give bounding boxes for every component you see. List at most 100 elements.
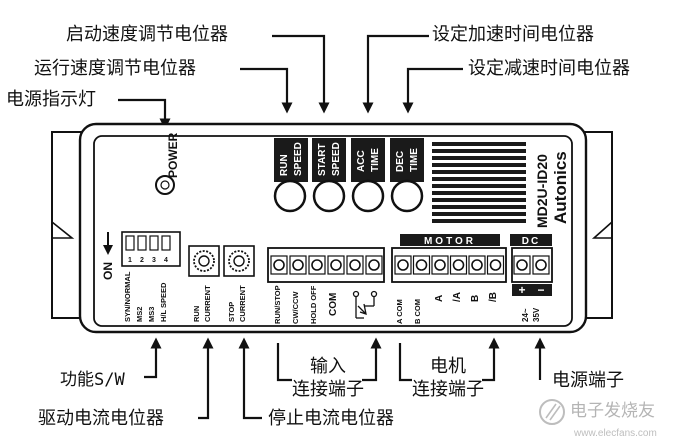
terminal-screw[interactable] bbox=[368, 259, 380, 271]
terminal-screw[interactable] bbox=[415, 259, 428, 271]
callout-decel-time-pot: 设定减速时间电位器 bbox=[468, 58, 630, 79]
run-current-label-2: CURRENT bbox=[203, 285, 212, 322]
dip-labels: SYN/NORMAL MS2 MS3 H/L SPEED bbox=[123, 271, 168, 322]
terminal-screw[interactable] bbox=[434, 259, 446, 271]
input-label-cw-ccw: CW/CCW bbox=[291, 291, 300, 324]
motor-terminal-block[interactable] bbox=[391, 247, 507, 283]
motor-label-b: B bbox=[470, 295, 481, 302]
terminal-screw[interactable] bbox=[349, 259, 361, 271]
dc-plus-label: + bbox=[518, 283, 525, 297]
terminal-screw[interactable] bbox=[397, 259, 409, 271]
callout-stop-current-pot: 停止电流电位器 bbox=[268, 408, 394, 429]
callout-power-led: 电源指示灯 bbox=[6, 89, 96, 110]
dc-minus-label: − bbox=[537, 283, 544, 297]
vent-slot bbox=[432, 205, 526, 209]
power-led: POWER bbox=[155, 132, 180, 195]
start-speed-knob[interactable]: START SPEED bbox=[312, 138, 346, 213]
vent-slot bbox=[432, 219, 526, 223]
input-terminal-block[interactable] bbox=[267, 247, 385, 283]
callout-input-terminal-1: 输入 bbox=[310, 356, 346, 377]
watermark-url: www.elecfans.com bbox=[573, 428, 657, 439]
dec-time-label-1: DEC bbox=[395, 151, 406, 172]
input-labels: RUN/STOP CW/CCW HOLD OFF COM bbox=[273, 285, 339, 324]
dip-number-4: 4 bbox=[164, 257, 168, 264]
dc-terminal-block[interactable] bbox=[511, 247, 553, 283]
power-led-label: POWER bbox=[166, 132, 180, 178]
callout-accel-time-pot: 设定加速时间电位器 bbox=[432, 24, 594, 45]
motor-label-a: A bbox=[434, 295, 445, 302]
terminal-screw[interactable] bbox=[516, 259, 528, 271]
callout-function-sw: 功能S/W bbox=[60, 370, 125, 390]
terminal-screw[interactable] bbox=[489, 259, 502, 271]
dec-time-knob[interactable]: DEC TIME bbox=[390, 138, 424, 213]
input-symbol bbox=[352, 290, 378, 319]
terminal-screw[interactable] bbox=[330, 259, 342, 271]
on-indicator: ON bbox=[101, 232, 115, 280]
terminal-screw[interactable] bbox=[273, 259, 285, 271]
stop-current-pot[interactable]: STOP CURRENT bbox=[223, 245, 255, 322]
acc-time-knob[interactable]: ACC TIME bbox=[351, 138, 385, 213]
callout-motor-terminal-1: 电机 bbox=[430, 356, 466, 377]
start-speed-label-1: START bbox=[317, 143, 328, 176]
dip-number-1: 1 bbox=[128, 257, 132, 264]
motor-label-a-bar: /A bbox=[452, 292, 463, 302]
vent-slot bbox=[432, 170, 526, 174]
vent-slot bbox=[432, 163, 526, 167]
run-speed-label-2: SPEED bbox=[293, 142, 304, 176]
acc-time-label-2: TIME bbox=[370, 148, 381, 172]
terminal-screw[interactable] bbox=[311, 259, 323, 271]
dip-label-syn-normal: SYN/NORMAL bbox=[123, 271, 132, 322]
input-label-run-stop: RUN/STOP bbox=[273, 285, 282, 324]
watermark: 电子发烧友 www.elecfans.com bbox=[539, 399, 657, 439]
function-dip-switch[interactable]: 1 2 3 4 bbox=[121, 231, 181, 267]
terminal-screw[interactable] bbox=[535, 259, 547, 271]
dc-voltage-label-2: 35V bbox=[532, 307, 541, 322]
terminal-screw[interactable] bbox=[292, 259, 304, 271]
callout-start-speed-pot: 启动速度调节电位器 bbox=[66, 24, 228, 45]
run-current-pot[interactable]: RUN CURRENT bbox=[188, 245, 220, 322]
watermark-text: 电子发烧友 bbox=[570, 401, 655, 421]
model-number: MD2U-ID20 bbox=[534, 154, 550, 228]
dip-label-hl-speed: H/L SPEED bbox=[159, 282, 168, 322]
top-leader-lines bbox=[118, 34, 463, 130]
vent-slot bbox=[432, 212, 526, 216]
dip-label-ms2: MS2 bbox=[135, 307, 144, 322]
motor-labels: A COM B COM A /A B /B bbox=[395, 292, 499, 324]
stop-current-label-1: STOP bbox=[227, 302, 236, 322]
vent-slot bbox=[432, 142, 526, 146]
run-speed-knob[interactable]: RUN SPEED bbox=[273, 138, 308, 213]
dip-number-2: 2 bbox=[140, 257, 144, 264]
callout-motor-terminal-2: 连接端子 bbox=[412, 379, 484, 400]
dc-bar bbox=[510, 234, 552, 246]
run-speed-label-1: RUN bbox=[279, 154, 290, 176]
dip-number-3: 3 bbox=[152, 257, 156, 264]
vent-slot bbox=[432, 149, 526, 153]
stop-current-label-2: CURRENT bbox=[238, 285, 247, 322]
motor-bar bbox=[400, 234, 500, 246]
callout-power-terminal: 电源端子 bbox=[552, 370, 624, 391]
dc-polarity-bar bbox=[512, 284, 552, 296]
heatsink-vents bbox=[432, 142, 526, 223]
vent-slot bbox=[432, 191, 526, 195]
motor-label: MOTOR bbox=[424, 236, 476, 247]
brand-logo: Autonics bbox=[551, 151, 570, 224]
motor-label-b-com: B COM bbox=[413, 299, 422, 324]
vent-slot bbox=[432, 177, 526, 181]
acc-time-label-1: ACC bbox=[356, 150, 367, 172]
dec-time-label-2: TIME bbox=[409, 148, 420, 172]
input-label-hold-off: HOLD OFF bbox=[309, 285, 318, 324]
dc-voltage-label-1: 24~ bbox=[521, 308, 530, 322]
callout-input-terminal-2: 连接端子 bbox=[292, 379, 364, 400]
start-speed-label-2: SPEED bbox=[331, 142, 342, 176]
motor-label-b-bar: /B bbox=[488, 292, 499, 302]
vent-slot bbox=[432, 156, 526, 160]
terminal-screw[interactable] bbox=[471, 259, 483, 271]
terminal-screw[interactable] bbox=[452, 259, 465, 271]
callout-drive-current-pot: 驱动电流电位器 bbox=[38, 408, 164, 429]
vent-slot bbox=[432, 184, 526, 188]
callout-run-speed-pot: 运行速度调节电位器 bbox=[34, 58, 196, 79]
vent-slot bbox=[432, 198, 526, 202]
dc-label: DC bbox=[522, 236, 540, 247]
motor-label-a-com: A COM bbox=[395, 299, 404, 324]
